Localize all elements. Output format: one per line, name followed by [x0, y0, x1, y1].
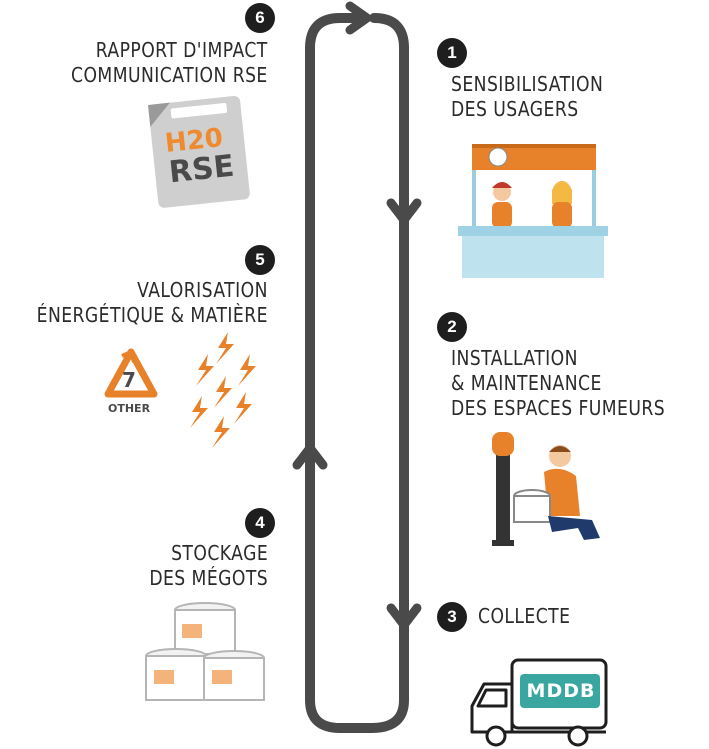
report-rse-text: RSE: [167, 148, 236, 191]
truck-brand-text: MDDB: [526, 680, 596, 702]
step-1-badge: 1: [437, 38, 467, 68]
step-3-label: COLLECTE: [478, 604, 571, 628]
step-4-badge: 4: [245, 508, 275, 538]
recycle-number: 7: [122, 368, 136, 392]
report-icon: H20 RSE: [145, 92, 251, 208]
storage-buckets-icon: [145, 602, 265, 701]
recycle-label: OTHER: [108, 402, 151, 415]
step-3-badge: 3: [437, 602, 467, 632]
energy-bolts-icon: [190, 332, 256, 448]
collection-truck-icon: MDDB: [470, 656, 610, 748]
step-6-badge: 6: [245, 3, 275, 33]
recycle-icon: 7 OTHER: [100, 348, 162, 418]
smoking-area-maintenance-icon: [492, 432, 600, 546]
awareness-stand-icon: [458, 144, 608, 278]
step-5-badge: 5: [245, 245, 275, 275]
step-2-badge: 2: [437, 312, 467, 342]
